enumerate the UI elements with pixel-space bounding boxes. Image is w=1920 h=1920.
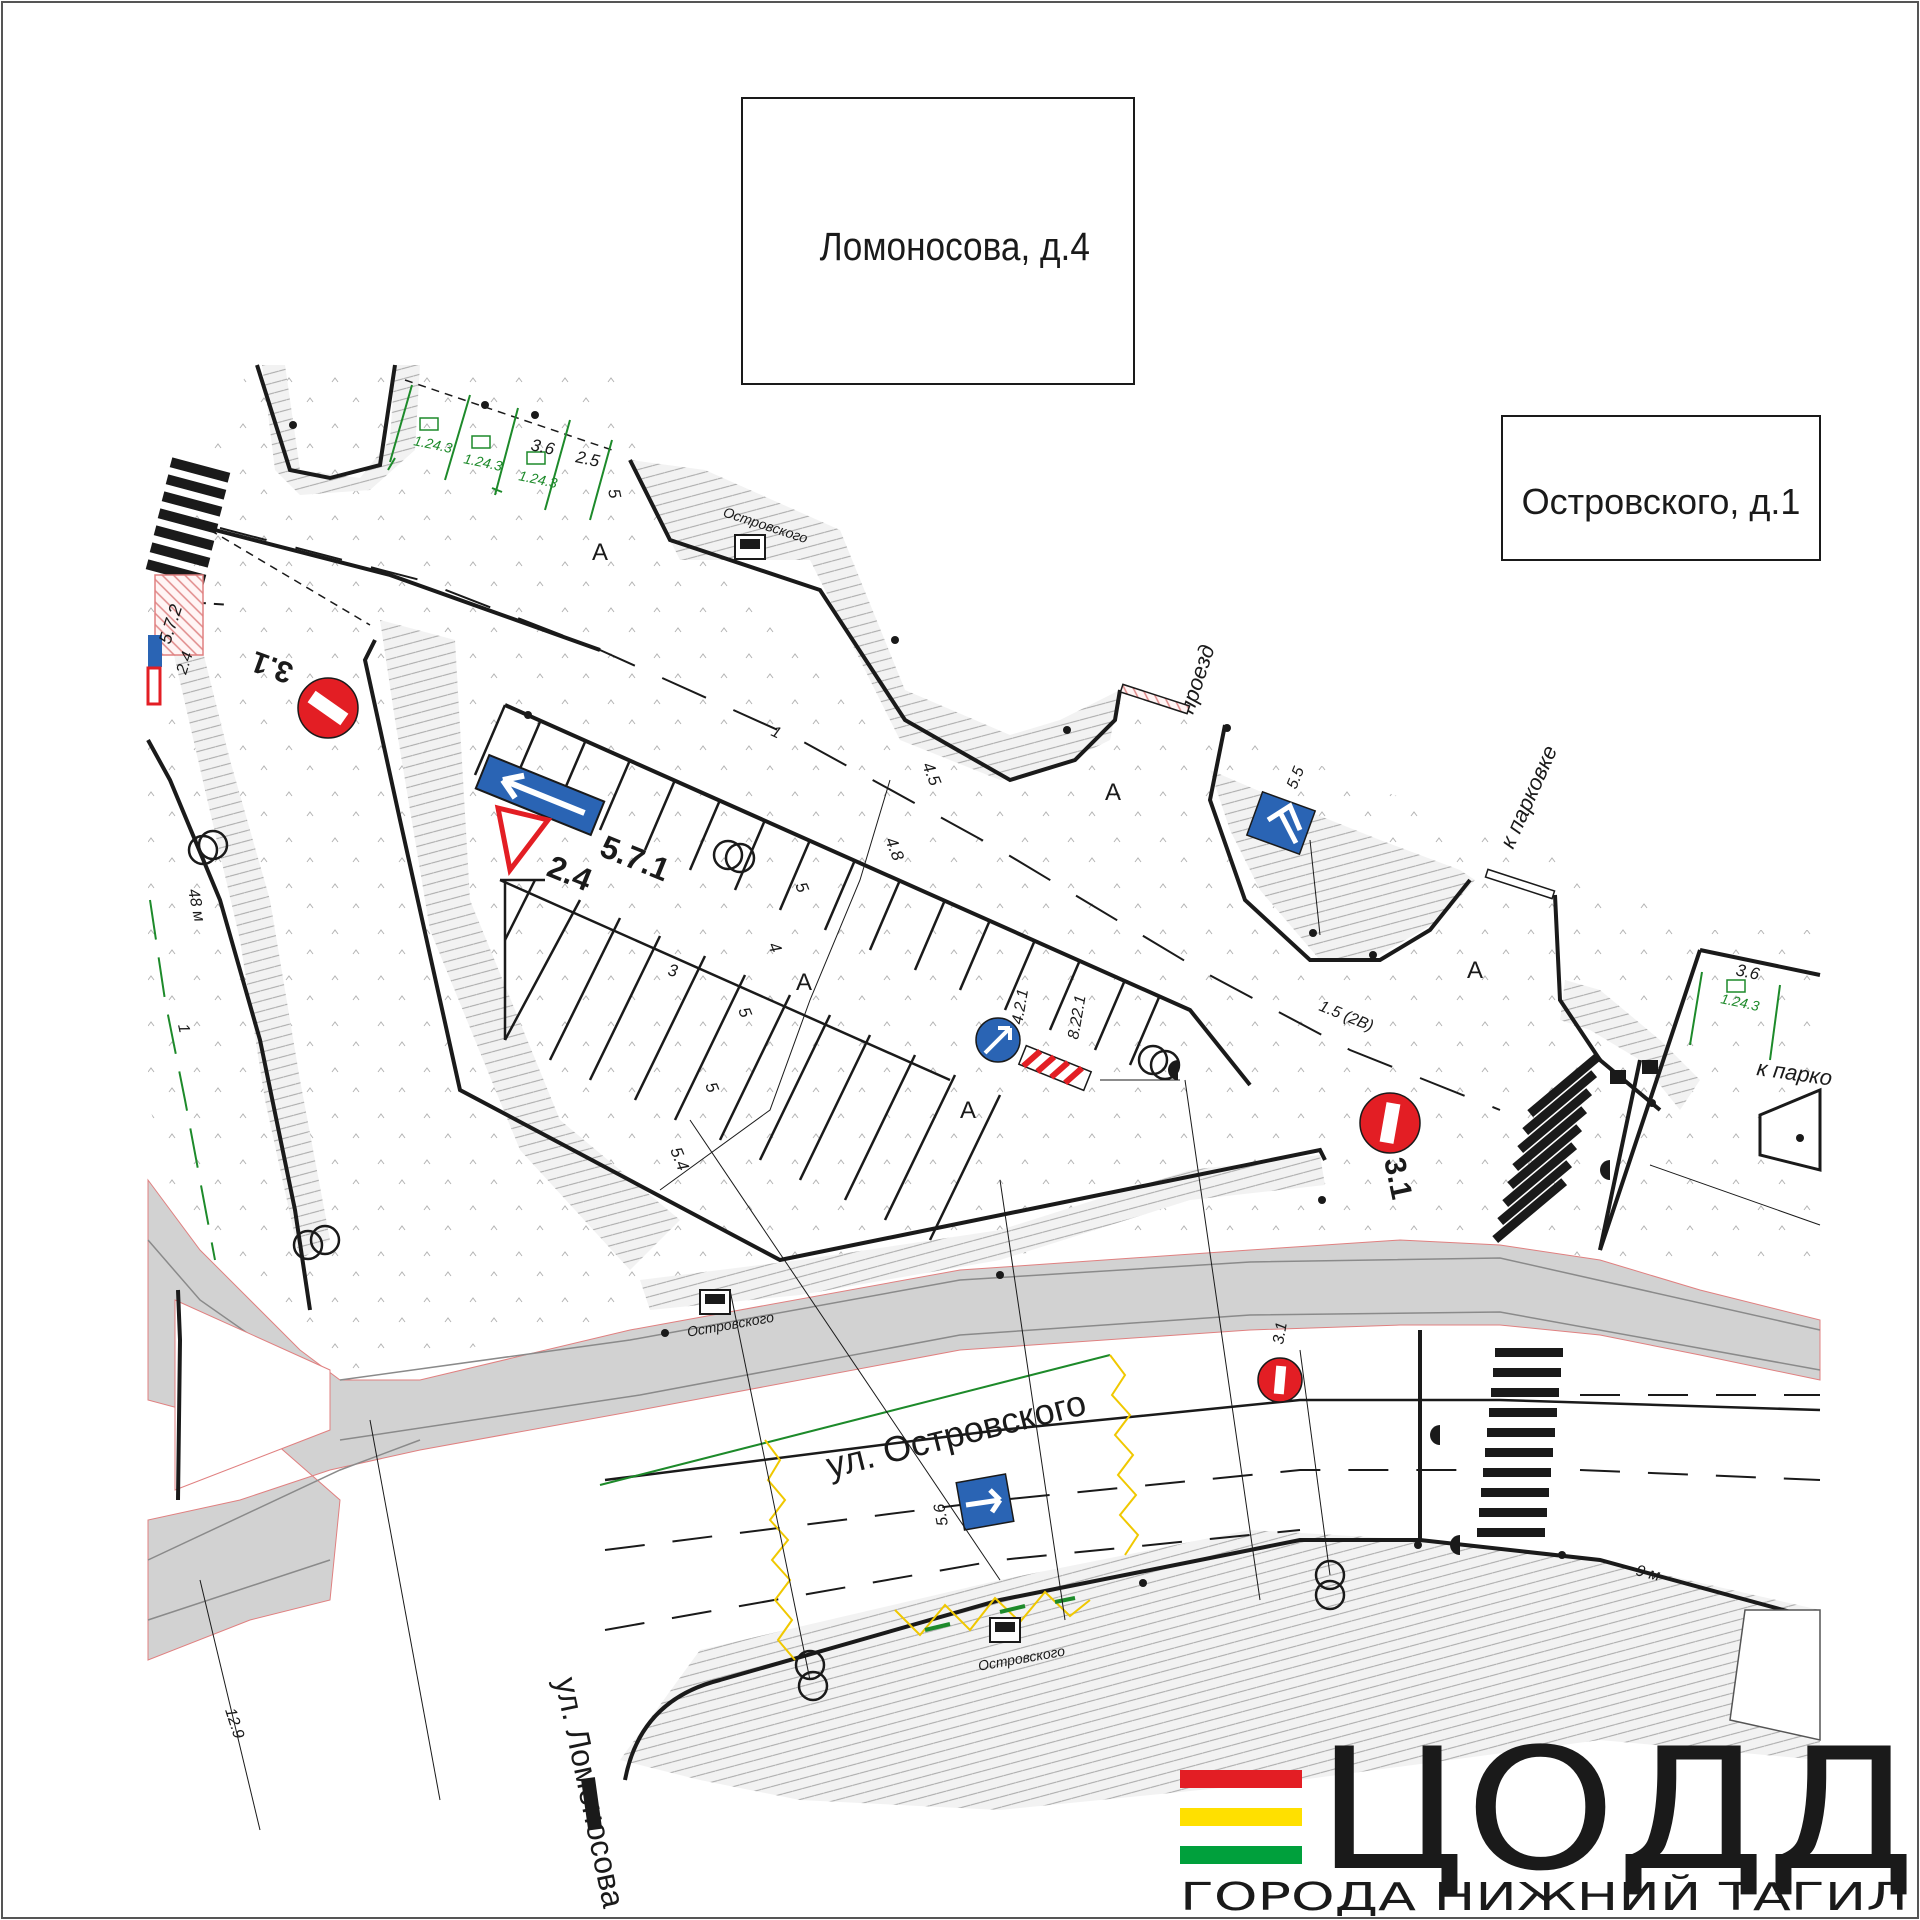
building-label-ostrovskogo: Островского, д.1 — [1522, 481, 1801, 522]
logo-bar-green — [1180, 1846, 1302, 1864]
sign-2-4 — [494, 804, 553, 876]
building-label-lomonosova: Ломоносова, д.4 — [820, 224, 1090, 269]
crosswalk-right — [1492, 1052, 1603, 1243]
sign-5-7-1 — [474, 753, 606, 837]
logo-name: ЦОДД — [1316, 1712, 1916, 1908]
marking-1-24-3-b: 1.24.3 — [462, 450, 504, 474]
accessible-parking-top — [387, 384, 1781, 1061]
sign-left-red — [146, 666, 162, 706]
dim-2-5: 2.5 — [573, 447, 602, 471]
sign-left-blue — [148, 635, 162, 667]
main-road — [147, 1178, 1821, 1661]
sign-code-4-2-1: 4.2.1 — [1009, 988, 1032, 1026]
arrow-up-icon — [1266, 802, 1303, 845]
marking-1-24-3-a: 1.24.3 — [412, 432, 454, 456]
arrow-left-icon — [500, 772, 586, 816]
kiosk-2 — [1729, 1609, 1821, 1741]
sign-3-1-b — [1359, 1092, 1421, 1154]
sign-5-6 — [955, 1473, 1015, 1531]
logo-bar-yellow — [1180, 1808, 1302, 1826]
parking-mark-a3: А — [796, 969, 812, 996]
dim-5-top: 5 — [604, 487, 625, 501]
crosswalk-top-left — [145, 457, 231, 585]
sign-code-2-4-small: 2.4 — [173, 650, 196, 677]
marking-1-24-3-c: 1.24.3 — [517, 467, 559, 491]
leader-lines — [199, 779, 1821, 1831]
sign-5-5 — [1245, 790, 1317, 856]
parking-mark-a2: А — [1105, 779, 1121, 806]
carriageway-lanes — [149, 899, 1821, 1781]
curbs — [146, 364, 1821, 1501]
accessible-symbols — [419, 417, 1746, 993]
marking-1-24-3-d: 1.24.3 — [1719, 990, 1761, 1014]
sign-3-1-a — [297, 677, 359, 739]
arrow-right-icon — [965, 1488, 1003, 1514]
dim-3-6-right: 3.6 — [1734, 960, 1762, 984]
street-label-ostrovskogo: ул. Островского — [822, 1382, 1090, 1486]
barrier-proezd — [1119, 683, 1191, 715]
parking-mark-a1: А — [592, 539, 608, 566]
dim-48m: 48 м — [184, 887, 208, 923]
barrier-k-parkovke — [1484, 868, 1556, 900]
parking-mark-a4: А — [960, 1097, 976, 1124]
hatched-area — [154, 574, 204, 656]
marking-1-left: 1 — [174, 1022, 192, 1034]
driveway-markings — [159, 379, 1501, 1111]
sign-4-2-1 — [975, 1017, 1021, 1063]
street-name-plate — [580, 1777, 603, 1831]
dim-3: 3 — [666, 960, 680, 981]
give-way-triangle-icon — [494, 804, 553, 876]
building-lomonosova-4: Ломоносова, д.4 — [741, 97, 1135, 385]
sign-8-22-1 — [1017, 1044, 1093, 1092]
traffic-lights — [1168, 1060, 1658, 1555]
crosswalk-main-road — [1477, 1348, 1563, 1537]
sign-3-1-c — [1257, 1357, 1303, 1403]
kiosk — [1758, 1087, 1822, 1172]
sign-code-3-1-c: 3.1 — [1270, 1321, 1291, 1346]
dim-9m: 9 м — [1634, 1562, 1662, 1584]
note-k-parkovke: к парковке — [1495, 742, 1563, 852]
green-stop-marks — [924, 1596, 1076, 1632]
parking-mark-a5: А — [1467, 957, 1483, 984]
parking-bays — [473, 704, 1162, 1241]
logo-subtitle: ГОРОДА НИЖНИЙ ТАГИЛ — [1180, 1875, 1908, 1919]
pole-dots — [289, 401, 1804, 1587]
building-ostrovskogo-1: Островского, д.1 — [1501, 415, 1821, 561]
codd-logo: ЦОДД ГОРОДА НИЖНИЙ ТАГИЛ — [1180, 1712, 1916, 1919]
sign-code-5-6: 5.6 — [931, 1502, 952, 1527]
logo-bar-red — [1180, 1770, 1302, 1788]
bus-stop-zigzag — [764, 1354, 1140, 1661]
dim-3-6: 3.6 — [529, 435, 557, 459]
